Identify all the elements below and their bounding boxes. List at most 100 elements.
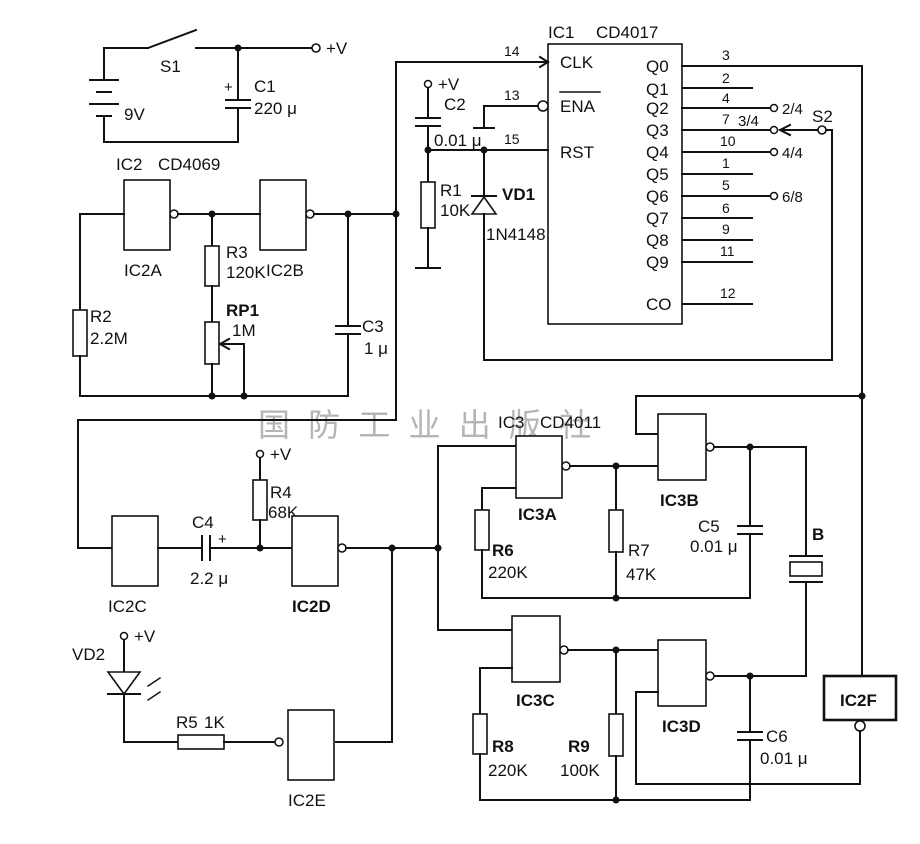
- potentiometer-rp1[interactable]: RP1 1M: [204, 301, 259, 397]
- c3-name: C3: [362, 317, 384, 336]
- out-label-co: CO: [646, 295, 672, 314]
- svg-text:+: +: [218, 531, 227, 548]
- pin-rst-num: 15: [504, 131, 520, 147]
- r5-name: R5: [176, 713, 198, 732]
- capacitor-c4: + C4 2.2 μ: [190, 513, 228, 588]
- out-pin-co: 12: [720, 285, 736, 301]
- capacitor-c6: C6 0.01 μ: [737, 675, 808, 801]
- out-pin-q8: 9: [722, 221, 730, 237]
- ic2b-label: IC2B: [266, 261, 304, 280]
- r2-name: R2: [90, 307, 112, 326]
- vd2-name: VD2: [72, 645, 105, 664]
- out-label-q9: Q9: [646, 253, 669, 272]
- c6-name: C6: [766, 727, 788, 746]
- ic3-name: IC3: [498, 413, 524, 432]
- out-label-q2: Q2: [646, 99, 669, 118]
- resistor-r1: R1 10K: [415, 181, 471, 269]
- capacitor-c1: + C1 220 μ: [224, 44, 297, 143]
- out-label-q4: Q4: [646, 143, 669, 162]
- out-pin-q9: 11: [720, 243, 735, 259]
- gate-ic3a: [515, 435, 563, 499]
- out-label-q5: Q5: [646, 165, 669, 184]
- r6-name: R6: [492, 541, 514, 560]
- gate-ic2a: [123, 179, 171, 251]
- battery-voltage: 9V: [124, 105, 145, 124]
- ic3d-label: IC3D: [662, 717, 701, 736]
- ic1-part: CD4017: [596, 23, 658, 42]
- r3-value: 120K: [226, 263, 266, 282]
- rp1-value: 1M: [232, 321, 256, 340]
- ic2f-label: IC2F: [840, 691, 877, 710]
- resistor-r6: R6 220K: [474, 487, 528, 599]
- r7-value: 47K: [626, 565, 657, 584]
- c1-value: 220 μ: [254, 99, 297, 118]
- gate-ic2c: [111, 515, 159, 587]
- r2-value: 2.2M: [90, 329, 128, 348]
- r1-name: R1: [440, 181, 462, 200]
- out-label-q7: Q7: [646, 209, 669, 228]
- r8-name: R8: [492, 737, 514, 756]
- gate-ic3b: [657, 413, 707, 481]
- ic1-name: IC1: [548, 23, 574, 42]
- rp1-name: RP1: [226, 301, 259, 320]
- r8-value: 220K: [488, 761, 528, 780]
- c4-name: C4: [192, 513, 214, 532]
- switch-s1: S1: [103, 28, 313, 76]
- ic2-name: IC2: [116, 155, 142, 174]
- c2-name: C2: [444, 95, 466, 114]
- out-label-q6: Q6: [646, 187, 669, 206]
- c6-value: 0.01 μ: [760, 749, 808, 768]
- svg-text:+V: +V: [134, 627, 156, 646]
- c1-plus: +: [224, 79, 233, 96]
- c5-value: 0.01 μ: [690, 537, 738, 556]
- r9-name: R9: [568, 737, 590, 756]
- out-pin-q5: 1: [722, 155, 730, 171]
- pin-clk-label: CLK: [560, 53, 594, 72]
- vd1-part: 1N4148: [486, 225, 546, 244]
- gate-ic2e: [287, 709, 335, 781]
- pin-ena-num: 13: [504, 87, 520, 103]
- s2-label: S2: [812, 107, 833, 126]
- ic3a-label: IC3A: [518, 505, 557, 524]
- ic2d-label: IC2D: [292, 597, 331, 616]
- resistor-r5: R5 1K: [176, 713, 225, 750]
- out-pin-q7: 6: [722, 200, 730, 216]
- ic2-part: CD4069: [158, 155, 220, 174]
- r5-value: 1K: [204, 713, 225, 732]
- resistor-r4: +V R4 68K: [252, 445, 299, 549]
- s2-wiper-arrow-icon: [777, 123, 792, 137]
- capacitor-c3: C3 1 μ: [335, 213, 388, 397]
- r4-name: R4: [270, 483, 292, 502]
- diode-vd1: VD1 1N4148: [470, 146, 546, 361]
- led-vd2: +V VD2: [72, 627, 161, 743]
- out-pin-q3: 7: [722, 111, 730, 127]
- gate-ic2f: [822, 674, 898, 722]
- pin-clk-num: 14: [504, 43, 520, 59]
- r4-value: 68K: [268, 503, 299, 522]
- supply-terminal: [311, 43, 321, 53]
- capacitor-c5: C5 0.01 μ: [690, 446, 763, 599]
- svg-text:+V: +V: [438, 75, 460, 94]
- c2-value: 0.01 μ: [434, 131, 482, 150]
- ic1-outputs: Q0 3 Q1 2 Q2 4 Q3 7 Q4 10 Q5 1 Q6 5 Q7 6…: [646, 47, 863, 314]
- ic3c-label: IC3C: [516, 691, 555, 710]
- out-pin-q1: 2: [722, 70, 730, 86]
- buzzer-b: B: [711, 446, 824, 677]
- vd1-name: VD1: [502, 185, 535, 204]
- selector-s2[interactable]: 2/4 3/4 4/4 6/8 S2: [483, 101, 833, 361]
- s2-pos-3: 4/4: [782, 145, 803, 162]
- resistor-r7: R7 47K: [608, 465, 657, 602]
- out-pin-q0: 3: [722, 47, 730, 63]
- buzzer-label: B: [812, 525, 824, 544]
- ic2c-label: IC2C: [108, 597, 147, 616]
- gate-ic3d: [657, 639, 707, 707]
- gate-ic2b: [259, 179, 307, 251]
- out-label-q0: Q0: [646, 57, 669, 76]
- c1-name: C1: [254, 77, 276, 96]
- clk-arrow-icon: [538, 55, 550, 69]
- rp1-wiper-arrow-icon: [217, 337, 231, 351]
- ic1-body: [547, 43, 683, 325]
- c3-value: 1 μ: [364, 339, 388, 358]
- ic3b-label: IC3B: [660, 491, 699, 510]
- out-label-q8: Q8: [646, 231, 669, 250]
